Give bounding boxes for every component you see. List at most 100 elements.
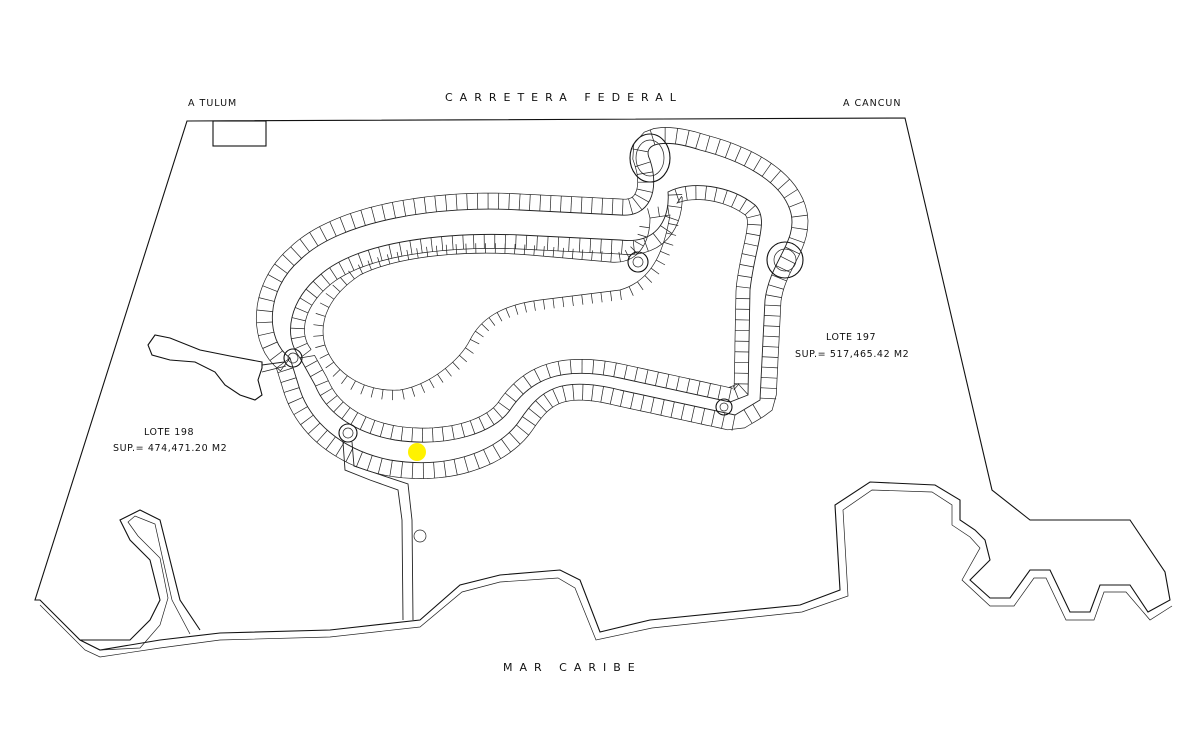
left-inlet-inner (99, 515, 191, 651)
lot-division-line (390, 425, 394, 440)
lot-division-line (734, 146, 742, 162)
to-cancun-label: A CANCUN (843, 98, 901, 109)
lot-division-line (514, 305, 519, 315)
lot-division-line (466, 193, 468, 210)
lot-division-line (543, 393, 553, 408)
lot-division-line (329, 267, 338, 280)
lot-division-line (765, 294, 782, 298)
lot-division-line (528, 407, 542, 419)
lot-division-line (481, 323, 489, 332)
roundabout-west (283, 348, 303, 368)
lot-division-line (313, 324, 324, 327)
lot-division-line (515, 234, 517, 249)
lot-division-line (762, 346, 779, 348)
lot-division-line (753, 156, 762, 171)
lot-division-line (731, 194, 738, 208)
lot-division-line (636, 188, 653, 193)
lot-division-line (460, 423, 466, 438)
lot-division-line (557, 361, 562, 376)
lot-division-line (549, 195, 552, 212)
lot-division-line (634, 367, 638, 382)
lot-division-line (741, 253, 756, 257)
lot-division-line (623, 365, 628, 379)
lot-division-line (663, 241, 674, 246)
lot-division-line (400, 426, 404, 441)
lot-division-line (543, 299, 545, 310)
lot-division-line (674, 188, 680, 203)
lot-division-line (350, 213, 356, 229)
loop-road-outer (272, 142, 793, 464)
lot-division-line (345, 447, 354, 462)
lot-division-line (696, 381, 701, 395)
lot-division-line (761, 163, 772, 177)
lot-division-line (630, 246, 638, 254)
lot-division-line (665, 215, 679, 222)
highlight-marker[interactable] (408, 443, 426, 461)
lot-division-line (357, 253, 364, 267)
lot-division-line (420, 238, 423, 253)
left-inlet (80, 509, 201, 641)
lot-division-line (283, 387, 300, 393)
lot-division-line (631, 197, 643, 211)
lot-division-line (724, 142, 732, 158)
lot-division-line (535, 400, 547, 413)
lot-division-line (600, 386, 604, 403)
lot-division-line (443, 460, 447, 477)
lot-division-line (600, 239, 602, 254)
lot-division-line (569, 359, 572, 374)
lot-division-line (657, 206, 660, 217)
lot-division-line (409, 240, 413, 255)
lot-division-line (600, 292, 603, 303)
lot-division-line (721, 412, 726, 429)
lot-division-line (543, 246, 545, 257)
lot-division-line (533, 245, 536, 256)
lot-division-line (274, 263, 288, 274)
lot-division-line (452, 361, 460, 370)
lot-division-line (591, 384, 594, 401)
lot-division-line (771, 274, 787, 282)
access-road-south (342, 441, 404, 621)
lot-division-line (637, 171, 654, 175)
lot-division-line (770, 170, 782, 183)
lot-division-line (288, 397, 303, 405)
lot-division-line (291, 317, 306, 322)
lot-division-line (744, 242, 759, 247)
lot-division-line (299, 349, 312, 359)
lot-division-line (589, 238, 592, 253)
lot-division-line (715, 139, 721, 155)
lot-division-line (411, 386, 416, 397)
lot-division-line (462, 235, 464, 250)
lot-division-line (622, 199, 624, 216)
lot-division-line (562, 297, 565, 308)
lot-division-line (341, 407, 351, 420)
lot-division-line (359, 416, 367, 430)
lot-division-line (379, 423, 385, 437)
lot-division-line (568, 237, 570, 252)
lot-division-line (737, 275, 752, 278)
lot-division-line (581, 249, 584, 260)
cul-de-sac-east-inner (773, 248, 797, 272)
lot-division-line (310, 369, 323, 377)
lot-division-line (602, 361, 606, 376)
lot-division-line (685, 130, 690, 147)
lot-division-line (763, 325, 780, 327)
lot-division-line (367, 250, 373, 264)
roundabout-north (627, 251, 649, 273)
lot-division-line (369, 420, 376, 434)
lot-division-line (290, 327, 305, 330)
lot-division-line (562, 247, 564, 258)
lot-division-line (258, 331, 274, 337)
lot-division-line (300, 414, 314, 425)
lot-division-line (728, 387, 732, 402)
lot-division-line (401, 389, 405, 400)
lot-division-line (761, 377, 778, 379)
lot-division-line (319, 226, 328, 241)
lot-division-line (451, 235, 454, 250)
lot-division-line (426, 246, 429, 257)
lot-division-line (280, 377, 297, 383)
lot-division-line (455, 194, 458, 211)
lot-division-line (591, 250, 593, 261)
lot-division-line (775, 265, 791, 273)
lot-divisions (255, 127, 809, 479)
